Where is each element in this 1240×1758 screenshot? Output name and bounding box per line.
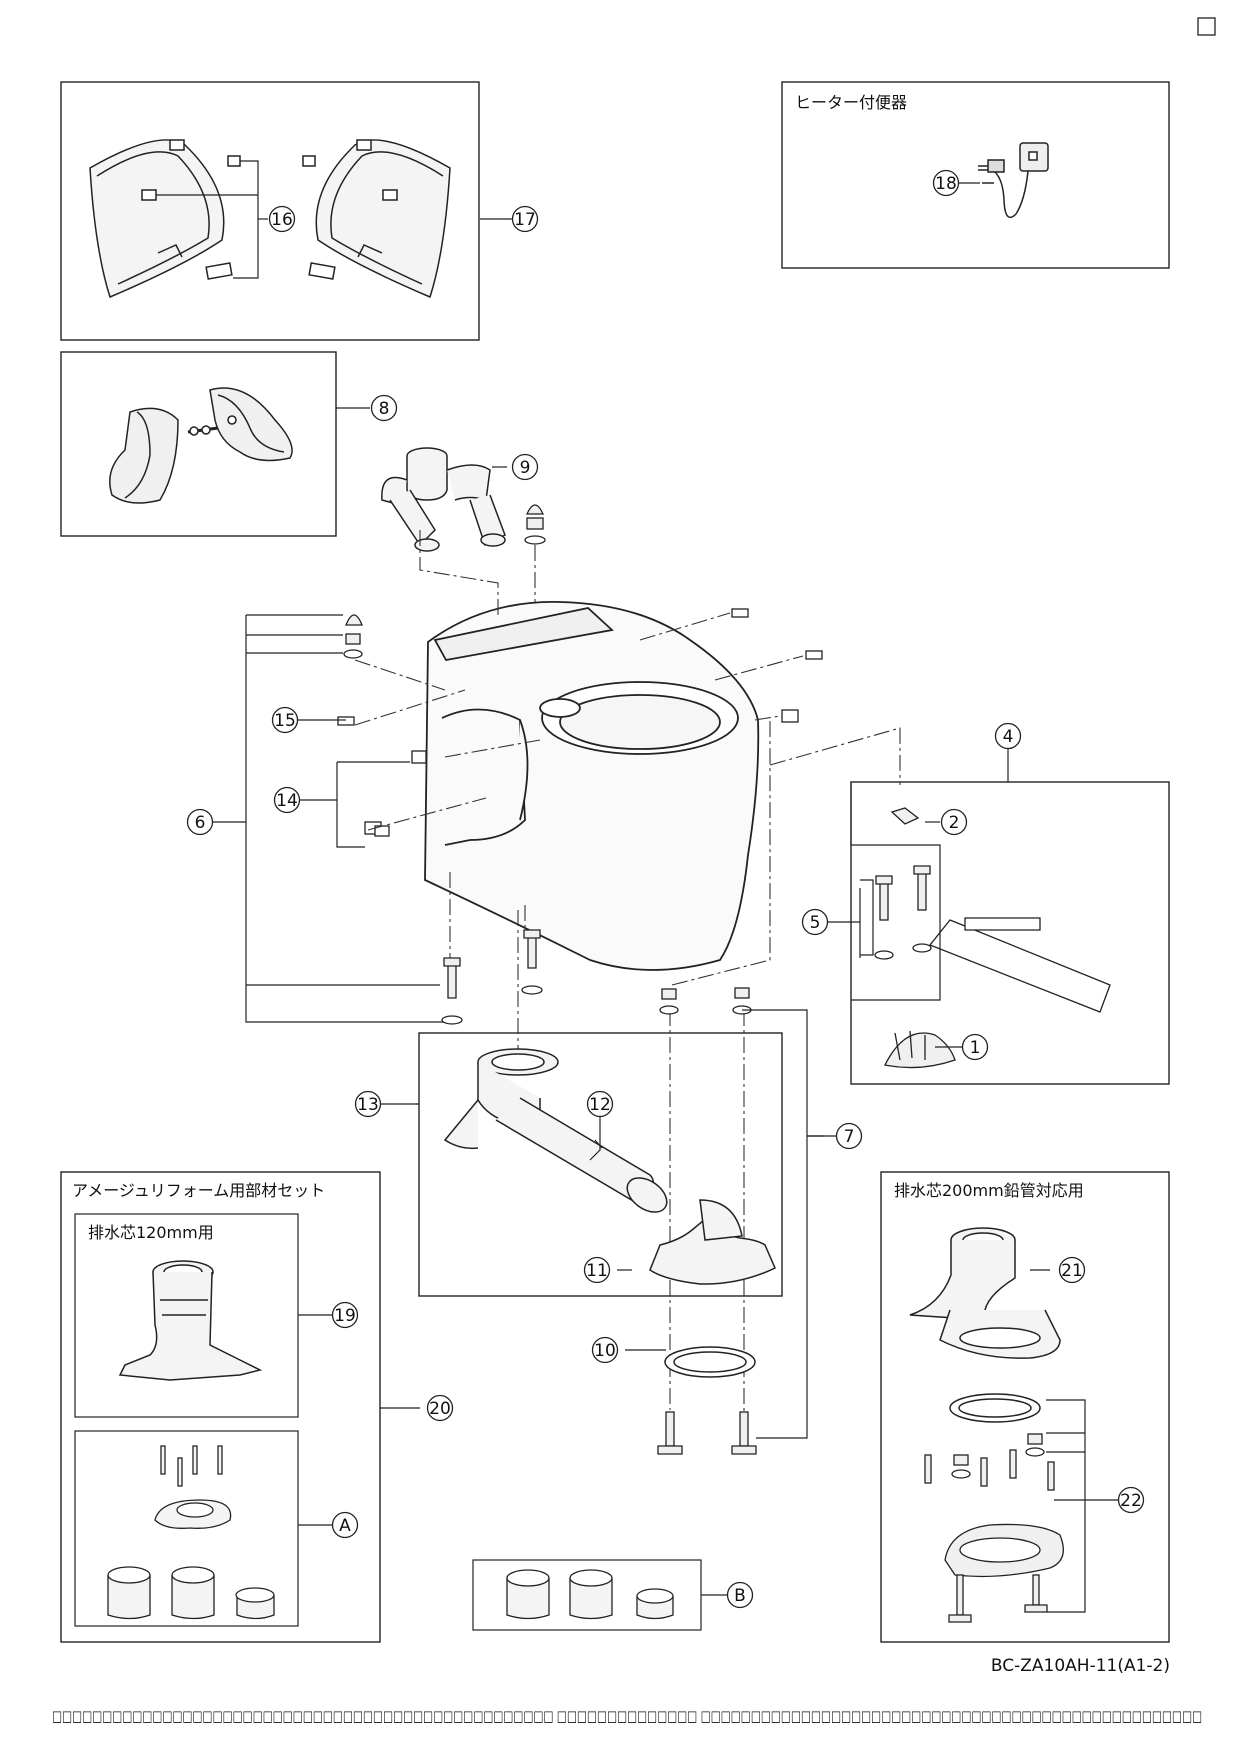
drain-120-elbow-illustration: [118, 1260, 263, 1381]
callout-17: 17: [511, 205, 539, 233]
drain-leaders: [742, 1009, 825, 1439]
drain-200-fittings: [924, 1433, 1064, 1623]
callout-22: 22: [1117, 1486, 1145, 1514]
svg-text:1: 1: [970, 1038, 981, 1058]
svg-text:17: 17: [514, 210, 536, 230]
adapter-B-illustration: [506, 1569, 674, 1620]
box-heater-seat: [781, 81, 1170, 269]
svg-text:B: B: [734, 1586, 746, 1606]
box-drain-200: [880, 1171, 1170, 1643]
svg-text:21: 21: [1061, 1261, 1083, 1281]
callout-18: 18: [932, 169, 960, 197]
callout-A: A: [331, 1511, 359, 1539]
callout-1: 1: [961, 1033, 989, 1061]
svg-text:18: 18: [935, 174, 957, 194]
mounting-kit-parts: [874, 807, 1111, 1069]
callout-20: 20: [426, 1394, 454, 1422]
box-connector-parts: [60, 351, 337, 537]
flush-hose-illustration: [381, 447, 506, 552]
cap-nut-washer-stack-6: [343, 614, 363, 659]
callout-4: 4: [994, 722, 1022, 750]
callout-2: 2: [940, 808, 968, 836]
callout-13: 13: [354, 1090, 382, 1118]
callout-12: 12: [586, 1090, 614, 1118]
callout-19: 19: [331, 1301, 359, 1329]
svg-text:11: 11: [586, 1261, 608, 1281]
drain-elbow-assembly: [443, 1048, 776, 1378]
bowl-pads: [337, 608, 823, 837]
callout-8: 8: [370, 394, 398, 422]
amejure-set-title: アメージュリフォーム用部材セット: [72, 1181, 325, 1200]
leader-5: [828, 888, 861, 958]
callout-14: 14: [273, 786, 301, 814]
callout-B: B: [726, 1581, 754, 1609]
svg-text:9: 9: [520, 458, 531, 478]
svg-text:12: 12: [589, 1095, 611, 1115]
callout-7: 7: [835, 1122, 863, 1150]
svg-text:15: 15: [274, 711, 296, 731]
box-amejure-set: [60, 1171, 381, 1643]
box-seat-covers: [60, 81, 480, 341]
drain-120-title: 排水芯120mm用: [88, 1223, 214, 1242]
svg-text:10: 10: [594, 1341, 616, 1361]
drain-200-elbow-illustration: [909, 1227, 1061, 1423]
box-adapter-A: [74, 1430, 299, 1627]
callout-11: 11: [583, 1256, 611, 1284]
mounting-kit-leaders: [850, 782, 941, 1001]
connector-parts-illustration: [109, 387, 293, 504]
seat-cover-right-illustration: [302, 139, 451, 299]
drain-200-leaders: [1030, 1269, 1120, 1613]
svg-text:6: 6: [195, 813, 206, 833]
box-mounting-kit: [850, 781, 1170, 1085]
callout-15: 15: [271, 706, 299, 734]
corner-checkbox[interactable]: [1197, 17, 1216, 36]
document-code: BC-ZA10AH-11(A1-2): [991, 1656, 1170, 1676]
heater-power-cord-illustration: [978, 142, 1049, 218]
adapter-A-illustration: [107, 1445, 275, 1620]
svg-text:4: 4: [1003, 727, 1014, 747]
leader-12: [589, 1117, 601, 1161]
svg-text:2: 2: [949, 813, 960, 833]
svg-text:22: 22: [1120, 1491, 1142, 1511]
t-bolts: [657, 1411, 757, 1455]
svg-text:13: 13: [357, 1095, 379, 1115]
main-leaders: [213, 407, 1009, 1351]
amejure-leaders: [298, 1314, 420, 1526]
svg-text:16: 16: [271, 210, 293, 230]
callout-6: 6: [186, 808, 214, 836]
svg-text:5: 5: [810, 913, 821, 933]
callout-16: 16: [268, 205, 296, 233]
drain-200-title: 排水芯200mm鉛管対応用: [894, 1181, 1084, 1200]
footer-strip: □□□□□□□□□□□□□□□□□□□□□□□□□□□□□□□□□□□□□□□□…: [52, 1707, 1202, 1725]
heater-seat-title: ヒーター付便器: [795, 93, 907, 112]
svg-text:A: A: [339, 1516, 351, 1536]
svg-text:14: 14: [276, 791, 298, 811]
svg-text:8: 8: [379, 399, 390, 419]
top-cap-and-washer: [524, 504, 546, 545]
assembly-dashed-lines: [354, 530, 901, 1420]
svg-text:7: 7: [844, 1127, 855, 1147]
callout-21: 21: [1058, 1256, 1086, 1284]
toilet-bowl-body: [424, 601, 760, 971]
svg-text:19: 19: [334, 1306, 356, 1326]
leaders-16: [156, 160, 512, 279]
seat-cover-left-illustration: [89, 139, 241, 299]
callout-5: 5: [801, 908, 829, 936]
svg-text:20: 20: [429, 1399, 451, 1419]
box-drain-elbow: [418, 1032, 783, 1297]
callout-9: 9: [511, 453, 539, 481]
callout-10: 10: [591, 1336, 619, 1364]
